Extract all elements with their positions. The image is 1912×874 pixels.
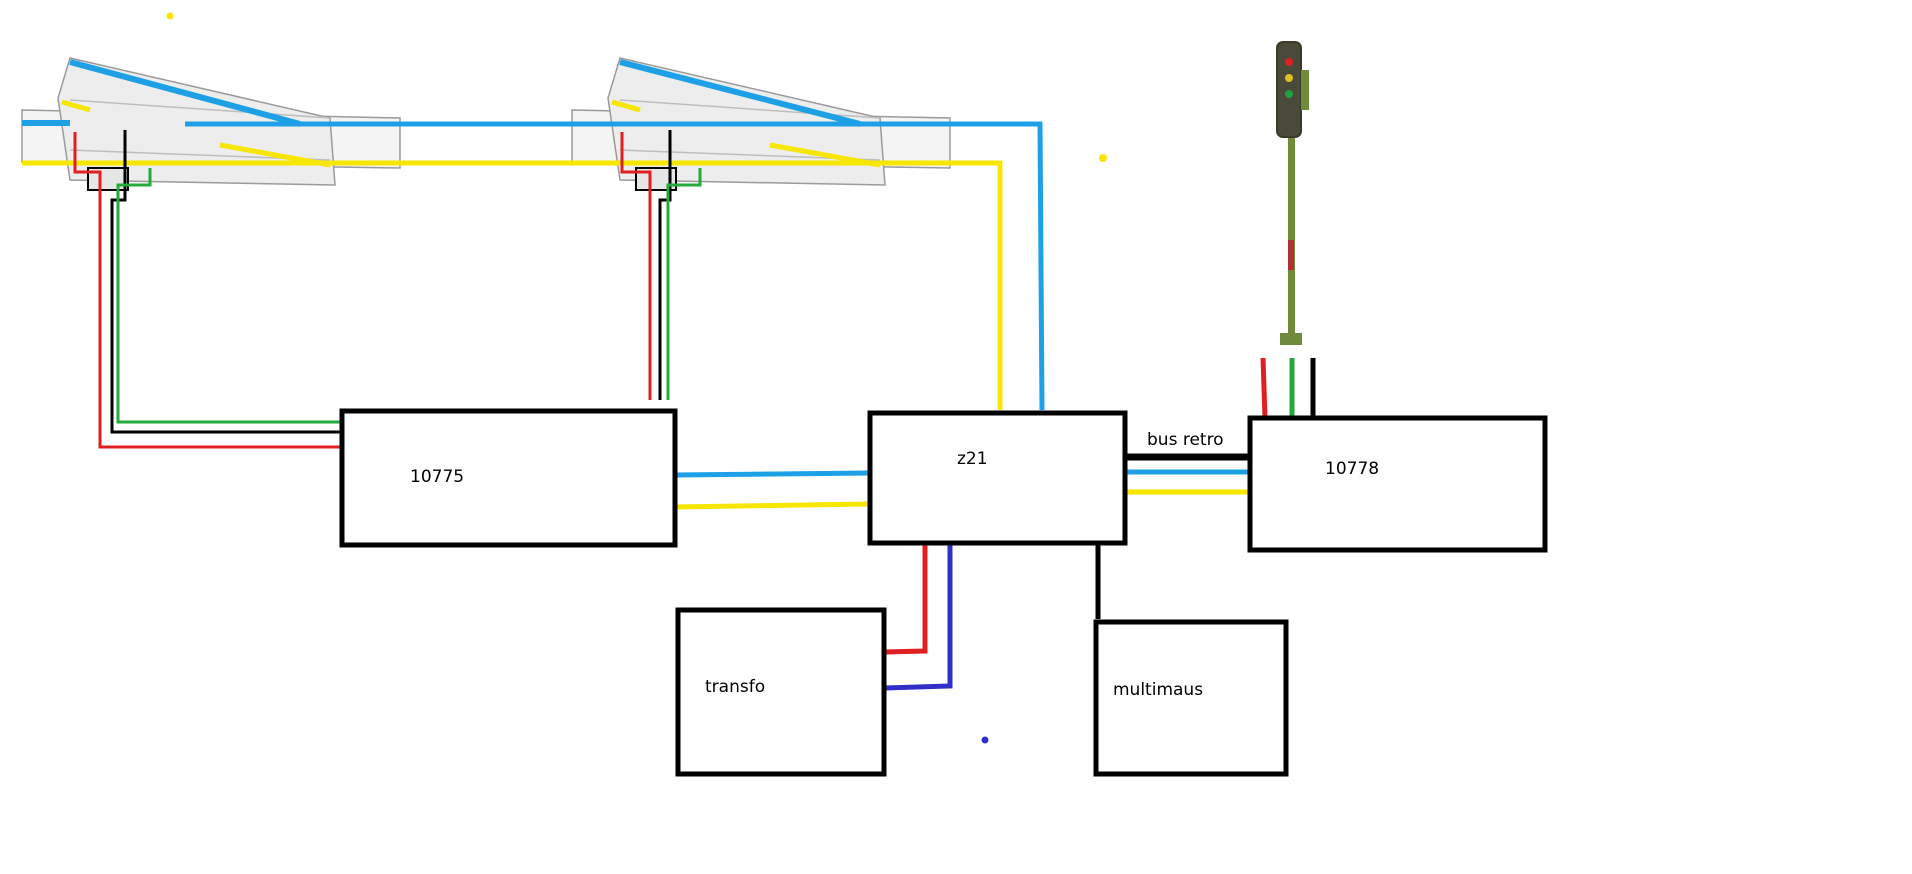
z21-box: z21	[867, 410, 1128, 546]
wire-yellow	[611, 99, 641, 113]
wire-darkblue	[883, 543, 953, 691]
multimaus-label: multimaus	[1113, 680, 1203, 700]
signal-icon	[1276, 41, 1309, 345]
wire-yellow	[674, 501, 871, 510]
wire-yellow	[769, 142, 881, 168]
stray-dot	[166, 12, 174, 20]
multimaus-box: multimaus	[1093, 619, 1289, 777]
transfo-label: transfo	[705, 677, 765, 697]
wire-red	[73, 132, 342, 449]
wire-green	[666, 168, 702, 400]
bus-retro-label: bus retro	[1147, 430, 1224, 450]
wire-red	[883, 543, 928, 655]
stray-dot	[981, 736, 989, 744]
wire-yellow	[61, 99, 91, 113]
wire-yellow	[219, 142, 331, 168]
decoder-10775-box: 10775	[339, 408, 678, 548]
stray-dot	[1099, 154, 1107, 162]
wire-red	[620, 132, 652, 400]
wire-blue	[674, 470, 871, 478]
decoder-10778-label: 10778	[1325, 459, 1379, 479]
wire-blue	[185, 121, 1045, 411]
wire-blue	[619, 59, 861, 127]
wire-black	[658, 130, 672, 400]
wire-blue	[69, 59, 301, 127]
wire-black	[110, 130, 342, 434]
z21-label: z21	[957, 449, 988, 469]
wire-yellow	[22, 160, 1003, 410]
wire-red	[1260, 357, 1268, 419]
transfo-box: transfo	[675, 607, 887, 777]
wire-green	[116, 168, 342, 424]
decoder-10778-box: 10778	[1247, 415, 1548, 553]
decoder-10775-label: 10775	[410, 467, 464, 487]
